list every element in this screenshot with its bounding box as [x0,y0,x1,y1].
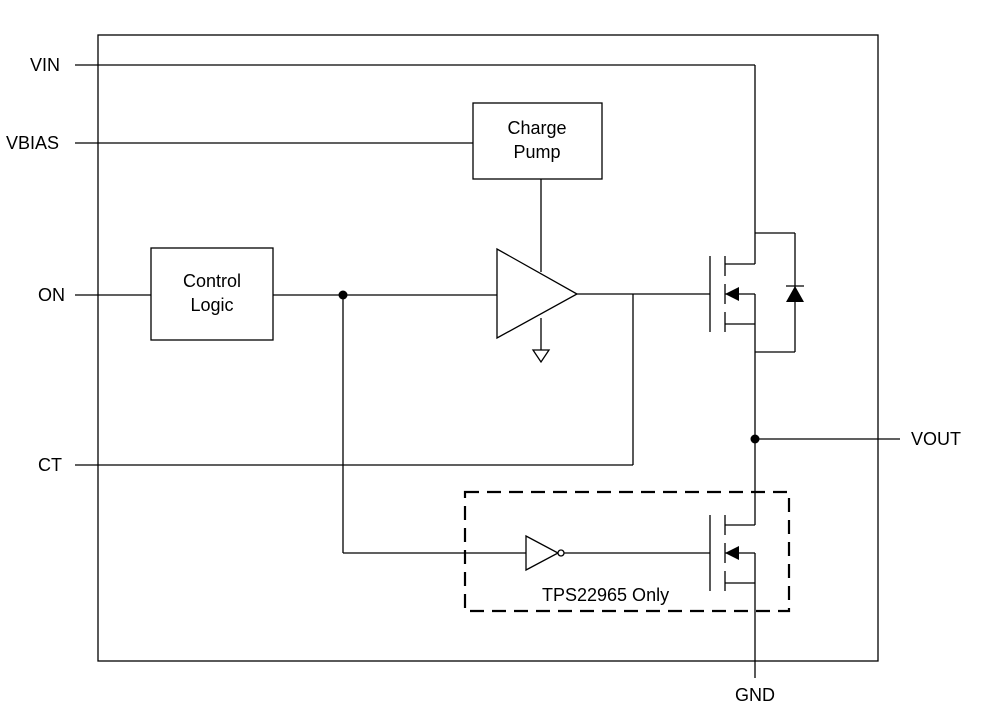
pin-label-vout: VOUT [911,429,961,449]
vout-junction-dot [750,434,760,444]
pin-label-ct: CT [38,455,62,475]
pin-label-gnd: GND [735,685,775,705]
pin-label-on: ON [38,285,65,305]
body-diode [786,285,804,302]
charge-pump-block [472,102,603,180]
optional-discharge-region [463,490,791,613]
inverter [525,534,565,572]
discharge-mosfet [709,515,756,591]
driver-amplifier [496,247,579,340]
ground-symbol [531,318,551,364]
pass-mosfet [709,256,756,352]
pin-label-vin: VIN [30,55,60,75]
control-logic-label-2: Logic [190,295,233,315]
charge-pump-label-2: Pump [513,142,560,162]
control-logic-block [150,247,274,341]
variant-note: TPS22965 Only [542,585,669,605]
control-logic-label-1: Control [183,271,241,291]
pin-label-vbias: VBIAS [6,133,59,153]
charge-pump-label-1: Charge [507,118,566,138]
chip-outline [97,34,879,662]
